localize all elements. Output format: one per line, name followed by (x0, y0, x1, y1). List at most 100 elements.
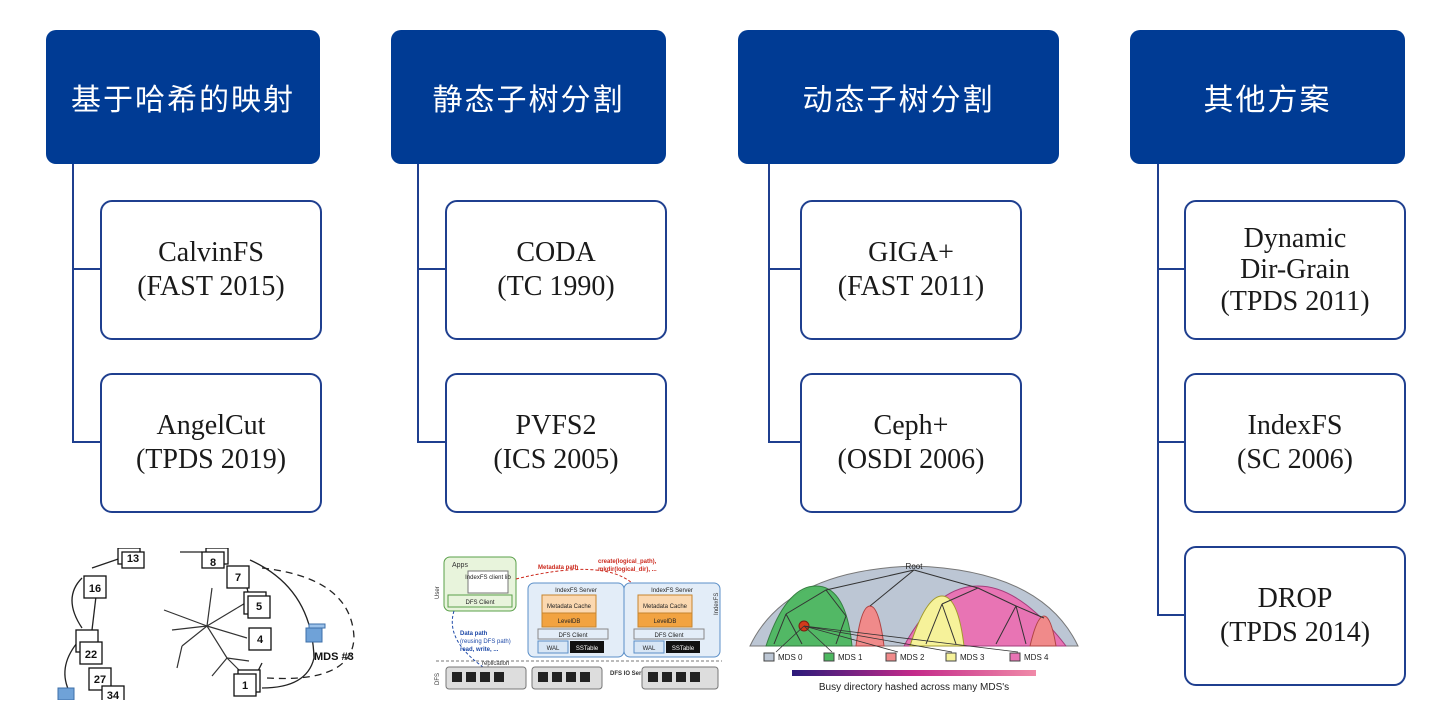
method-card-ceph: Ceph+ (OSDI 2006) (800, 373, 1022, 513)
method-venue: (FAST 2011) (837, 271, 985, 302)
category-header-dynamic-subtree: 动态子树分割 (738, 30, 1059, 164)
sstable-label: SSTable (672, 646, 695, 652)
tree-connector (1157, 164, 1159, 616)
graph-node-label: 7 (235, 572, 241, 584)
dfs-client-label: DFS Client (465, 600, 494, 606)
method-card-pvfs2: PVFS2 (ICS 2005) (445, 373, 667, 513)
metadata-cache-label: Metadata Cache (643, 604, 688, 610)
apps-label: Apps (452, 562, 468, 569)
legend-swatch (823, 652, 835, 662)
client-lib-label: IndexFS client lib (465, 575, 511, 581)
method-card-indexfs: IndexFS (SC 2006) (1184, 373, 1406, 513)
tree-connector (417, 441, 446, 443)
root-label: Root (906, 562, 924, 571)
method-card-angelcut: AngelCut (TPDS 2019) (100, 373, 322, 513)
method-card-dynamic-dir-grain: Dynamic Dir-Grain (TPDS 2011) (1184, 200, 1406, 340)
ceph-diagram-svg: Root MDS 0 MDS 1 MDS 2 MDS 3 MDS 4 Busy … (749, 562, 1079, 693)
indexfs-architecture-figure: Apps IndexFS client lib DFS Client User … (432, 553, 724, 693)
figure-caption: Busy directory hashed across many MDS's (819, 682, 1009, 693)
legend-swatch (945, 652, 957, 662)
tree-connector (417, 164, 419, 442)
server-dfs-client-label: DFS Client (654, 633, 683, 639)
hash-gradient-bar (792, 670, 1036, 676)
hash-graph-svg: 13 8 16 7 5 4 22 27 34 1 MDS #3 (57, 548, 355, 700)
sstable-label: SSTable (576, 646, 599, 652)
method-venue: (TPDS 2011) (1220, 285, 1370, 317)
category-header-other-schemes: 其他方案 (1130, 30, 1405, 164)
legend-swatch (1009, 652, 1021, 662)
method-name: DROP (1257, 582, 1333, 614)
method-card-giga: GIGA+ (FAST 2011) (800, 200, 1022, 340)
method-name: Ceph+ (873, 409, 949, 441)
data-path-label: Data path (460, 631, 488, 637)
method-venue: (TC 1990) (497, 271, 615, 302)
graph-node-label: 27 (94, 674, 106, 686)
method-venue: (ICS 2005) (493, 444, 619, 475)
ceph-subtree-figure: Root MDS 0 MDS 1 MDS 2 MDS 3 MDS 4 Busy … (746, 556, 1082, 698)
server-icon (57, 687, 75, 700)
metadata-cache-label: Metadata Cache (547, 604, 592, 610)
method-name: CODA (516, 236, 596, 268)
graph-node-label: 4 (257, 634, 264, 646)
leveldb-label: LevelDB (654, 619, 677, 625)
method-venue: (FAST 2015) (137, 271, 285, 302)
method-name: PVFS2 (515, 409, 597, 441)
legend-label: MDS 3 (960, 653, 985, 662)
graph-node-label: 1 (242, 680, 248, 692)
indexfs-side-label: IndexFS (714, 593, 720, 615)
graph-node-label: 8 (210, 557, 216, 569)
category-header-hash-mapping: 基于哈希的映射 (46, 30, 320, 164)
tree-connector (1157, 268, 1185, 270)
wal-label: WAL (547, 646, 560, 652)
graph-node-label: 34 (107, 690, 120, 700)
legend-label: MDS 2 (900, 653, 925, 662)
tree-connector (1157, 441, 1185, 443)
mds-region (909, 595, 965, 647)
create-call-label: create(logical_path), (598, 559, 657, 565)
user-label: User (435, 586, 441, 599)
dfs-storage-node (445, 666, 527, 690)
dfs-io-server-label: DFS IO Server (610, 671, 651, 677)
leveldb-label: LevelDB (558, 619, 581, 625)
tree-connector (768, 164, 770, 442)
method-venue: (SC 2006) (1237, 444, 1353, 475)
server-label: IndexFS Server (555, 588, 597, 594)
mds-region (1029, 615, 1057, 647)
wal-label: WAL (643, 646, 656, 652)
mds-label: MDS #3 (314, 651, 354, 663)
tree-connector (72, 441, 101, 443)
server-label: IndexFS Server (651, 588, 693, 594)
category-header-static-subtree: 静态子树分割 (391, 30, 666, 164)
indexfs-server-box: IndexFS Server Metadata Cache LevelDB DF… (623, 582, 721, 658)
indexfs-server-box: IndexFS Server Metadata Cache LevelDB DF… (527, 582, 625, 658)
server-icon (305, 623, 326, 643)
method-name: AngelCut (156, 409, 266, 441)
tree-connector (768, 268, 801, 270)
indexfs-diagram-svg: Apps IndexFS client lib DFS Client User … (435, 556, 722, 690)
legend-swatch (885, 652, 897, 662)
tree-connector (768, 441, 801, 443)
legend-label: MDS 0 (778, 653, 803, 662)
mkdir-call-label: mkdir(logical_dir), ... (598, 567, 657, 573)
method-name: IndexFS (1247, 409, 1343, 441)
metadata-path-label: Metadata path (538, 565, 579, 571)
tree-connector (72, 268, 101, 270)
reusing-path-label: (reusing DFS path) (460, 639, 511, 645)
method-card-calvinfs: CalvinFS (FAST 2015) (100, 200, 322, 340)
method-venue: (TPDS 2014) (1219, 617, 1371, 648)
legend-label: MDS 1 (838, 653, 863, 662)
method-venue: (TPDS 2019) (135, 444, 287, 475)
method-venue: (OSDI 2006) (837, 444, 985, 475)
read-write-label: read, write, ... (460, 647, 499, 653)
tree-connector (72, 164, 74, 442)
method-name: GIGA+ (868, 236, 954, 268)
dfs-storage-node (641, 666, 719, 690)
method-name: Dynamic (1243, 222, 1347, 254)
graph-node-label: 16 (89, 583, 101, 595)
legend-swatch (763, 652, 775, 662)
method-card-coda: CODA (TC 1990) (445, 200, 667, 340)
hash-partition-graph-figure: 13 8 16 7 5 4 22 27 34 1 MDS #3 (52, 548, 372, 700)
graph-node-label: 22 (85, 649, 97, 661)
graph-node-label: 13 (127, 553, 139, 565)
legend-label: MDS 4 (1024, 653, 1049, 662)
